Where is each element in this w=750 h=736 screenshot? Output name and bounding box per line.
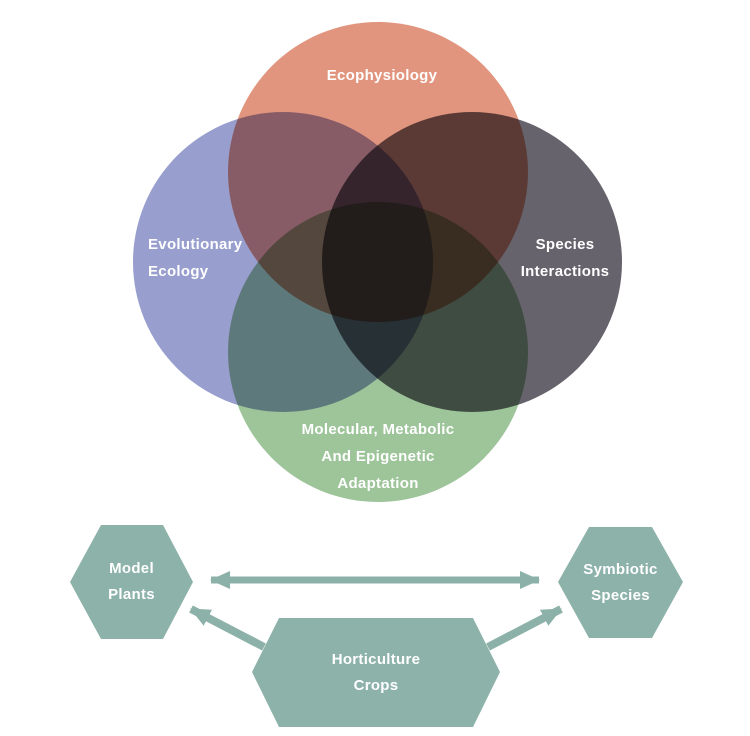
species-interactions-label-line1: Species [535,236,595,253]
symbiotic-species-hexagon [558,527,683,638]
molecular-adaptation-label-line3: Adaptation [337,475,419,492]
horticulture-to-symbiotic-species-arrow [486,605,563,651]
symbiotic-species-label-line2: Species [591,586,650,604]
evolutionary-ecology-label-line1: Evolutionary [148,236,243,253]
venn-diagram [133,22,622,502]
evolutionary-ecology-label: Evolutionary Ecology [148,231,288,285]
species-interactions-label: Species Interactions [495,231,635,285]
ecophysiology-label-line: Ecophysiology [326,67,438,84]
symbiotic-species-label-line1: Symbiotic [583,560,658,578]
molecular-adaptation-label: Molecular, Metabolic And Epigenetic Adap… [253,416,503,497]
symbiotic-species-label: Symbiotic Species [558,527,683,638]
horticulture-crops-label-line1: Horticulture [331,650,421,668]
horticulture-to-model-plants-arrow [189,605,266,651]
species-interactions-label-line2: Interactions [520,263,610,280]
model-plants-label-line1: Model [109,560,154,577]
flow-chart [70,525,683,727]
molecular-adaptation-label-line1: Molecular, Metabolic [301,421,455,438]
molecular-adaptation-label-line2: And Epigenetic [321,448,435,465]
model-plants-label-line2: Plants [108,586,155,603]
molecular-adaptation-circle [228,202,528,502]
model-plants-label: Model Plants [70,525,193,639]
evolutionary-ecology-label-line2: Ecology [148,263,209,280]
horticulture-crops-label: Horticulture Crops [252,618,500,727]
model-plants-hexagon [70,525,193,639]
horticulture-crops-hexagon [252,618,500,727]
ecophysiology-label: Ecophysiology [257,62,507,89]
horticulture-crops-label-line2: Crops [353,676,399,694]
